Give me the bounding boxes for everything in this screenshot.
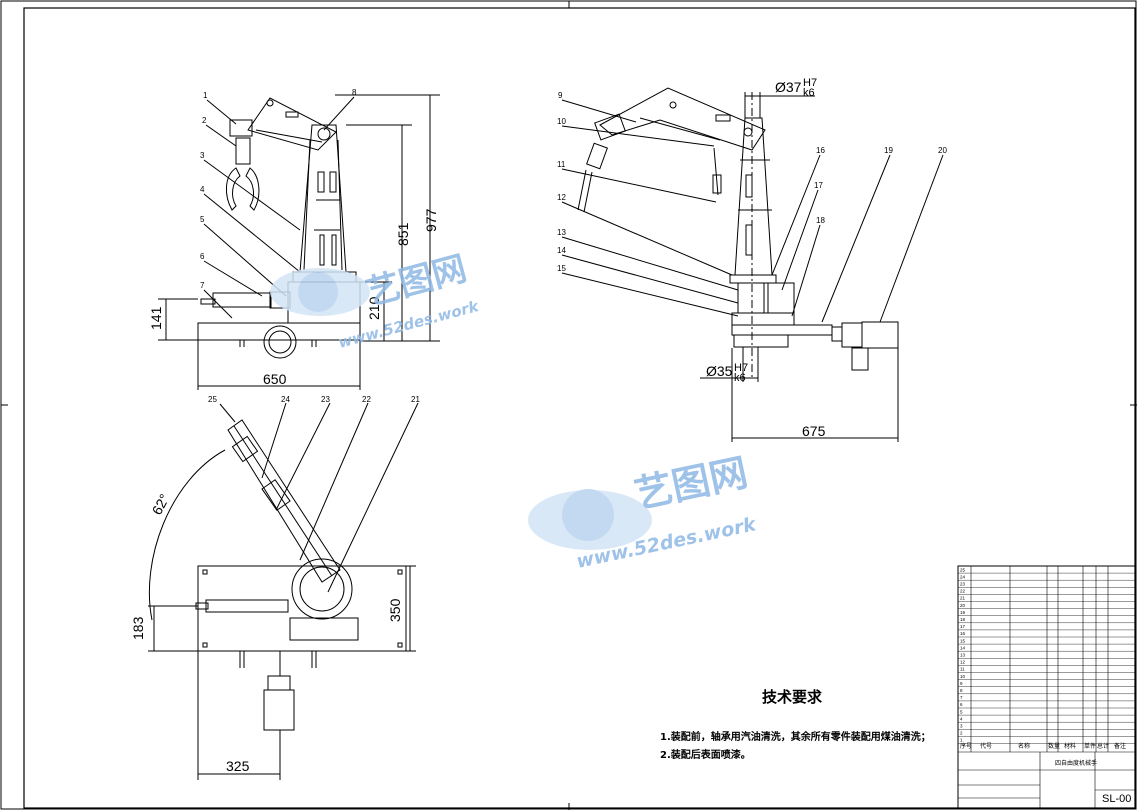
dim-210: 210 <box>366 296 382 320</box>
callout-7: 7 <box>200 281 205 290</box>
bom-row-index: 18 <box>960 617 966 622</box>
callout-20: 20 <box>938 146 947 155</box>
callout-22: 22 <box>362 395 371 404</box>
technical-requirement-1: 1.装配前，轴承用汽油清洗，其余所有零件装配用煤油清洗； <box>660 732 931 743</box>
callout-18: 18 <box>816 216 825 225</box>
dim-325: 325 <box>226 758 250 774</box>
dim-angle-62: 62° <box>149 491 173 517</box>
dim-650: 650 <box>263 371 287 387</box>
bom-row-index: 9 <box>960 681 963 686</box>
callout-21: 21 <box>411 395 420 404</box>
callout-13: 13 <box>557 228 566 237</box>
technical-requirements-title: 技术要求 <box>762 688 823 706</box>
bom-row-index: 6 <box>960 702 963 707</box>
dim-fit-35-lower: k6 <box>734 372 746 384</box>
inner-frame <box>23 7 1136 809</box>
bom-row-index: 24 <box>960 574 966 579</box>
callout-16: 16 <box>816 146 825 155</box>
dim-141: 141 <box>148 306 164 330</box>
dim-350: 350 <box>387 598 403 622</box>
bom-row-index: 11 <box>960 667 965 672</box>
bom-row-index: 1 <box>960 738 963 743</box>
bom-row-index: 3 <box>960 724 963 729</box>
bom-header-material: 材料 <box>1064 742 1076 750</box>
callout-labels: 1 2 3 4 5 6 7 8 9 10 11 12 13 14 15 16 1… <box>200 88 947 404</box>
callout-9: 9 <box>558 91 563 100</box>
watermark-large: 艺图网 www.52des.work <box>528 450 759 573</box>
callout-14: 14 <box>557 246 566 255</box>
callout-10: 10 <box>557 117 566 126</box>
bom-row-index: 20 <box>960 603 966 608</box>
bom-header-qty: 数量 <box>1048 742 1060 750</box>
callout-17: 17 <box>814 181 823 190</box>
callout-24: 24 <box>281 395 290 404</box>
bom-row-index: 21 <box>960 596 966 601</box>
dim-675: 675 <box>802 423 826 439</box>
dim-fit-37-lower: k6 <box>803 87 815 99</box>
callout-1: 1 <box>203 91 208 100</box>
bom-header-total: 总计 <box>1097 742 1109 750</box>
bom-rows-group: 2524232221201918171615141312111098765432… <box>958 567 1135 744</box>
callout-23: 23 <box>321 395 330 404</box>
bom-row-index: 4 <box>960 716 963 721</box>
watermark-brand-large: 艺图网 <box>631 450 752 517</box>
bom-header: 序号 代号 名称 数量 材料 单件 总计 备注 四自由度机械手 SL-00 <box>960 742 1131 805</box>
bom-header-note: 备注 <box>1114 742 1126 750</box>
bom-row-index: 12 <box>960 660 966 665</box>
title-block-drawing-name: 四自由度机械手 <box>1055 759 1097 767</box>
callout-25: 25 <box>208 395 217 404</box>
bom-row-index: 10 <box>960 674 966 679</box>
side-view <box>561 87 944 442</box>
dim-fit-35-upper: H7 <box>734 362 748 374</box>
bom-row-index: 16 <box>960 631 966 636</box>
front-view <box>158 94 440 390</box>
dim-851: 851 <box>395 222 411 246</box>
bill-of-materials <box>957 565 1136 809</box>
bom-row-index: 13 <box>960 653 966 658</box>
bom-header-code: 代号 <box>980 742 992 750</box>
callout-5: 5 <box>200 215 205 224</box>
bom-row-index: 22 <box>960 589 966 594</box>
callout-4: 4 <box>200 185 205 194</box>
bom-row-index: 19 <box>960 610 966 615</box>
bom-row-index: 25 <box>960 567 966 572</box>
bom-row-index: 14 <box>960 645 966 650</box>
dim-977: 977 <box>423 208 439 232</box>
bom-header-weight: 单件 <box>1084 742 1096 750</box>
bom-row-index: 5 <box>960 709 963 714</box>
callout-3: 3 <box>200 151 205 160</box>
callout-11: 11 <box>557 160 566 169</box>
callout-15: 15 <box>557 264 566 273</box>
callout-2: 2 <box>202 116 207 125</box>
bom-row-index: 7 <box>960 695 963 700</box>
bom-row-index: 15 <box>960 638 966 643</box>
bom-row-index: 23 <box>960 582 966 587</box>
technical-requirement-2: 2.装配后表面喷漆。 <box>660 750 751 761</box>
watermark-small: 艺图网 www.52des.work <box>270 249 481 352</box>
bom-row-index: 2 <box>960 731 963 736</box>
dim-diameter-35: Ø35 <box>706 363 733 379</box>
title-block-drawing-number: SL-00 <box>1102 793 1131 805</box>
bom-row-index: 17 <box>960 624 966 629</box>
bom-header-name: 名称 <box>1018 742 1030 750</box>
bom-row-index: 8 <box>960 688 963 693</box>
dim-fit-37-upper: H7 <box>803 77 817 89</box>
callout-6: 6 <box>200 252 205 261</box>
top-view <box>148 402 419 780</box>
callout-12: 12 <box>557 193 566 202</box>
callout-19: 19 <box>884 146 893 155</box>
dim-183: 183 <box>130 616 146 640</box>
dim-diameter-37: Ø37 <box>775 79 802 95</box>
bom-header-index: 序号 <box>960 742 972 750</box>
callout-8: 8 <box>352 88 357 97</box>
